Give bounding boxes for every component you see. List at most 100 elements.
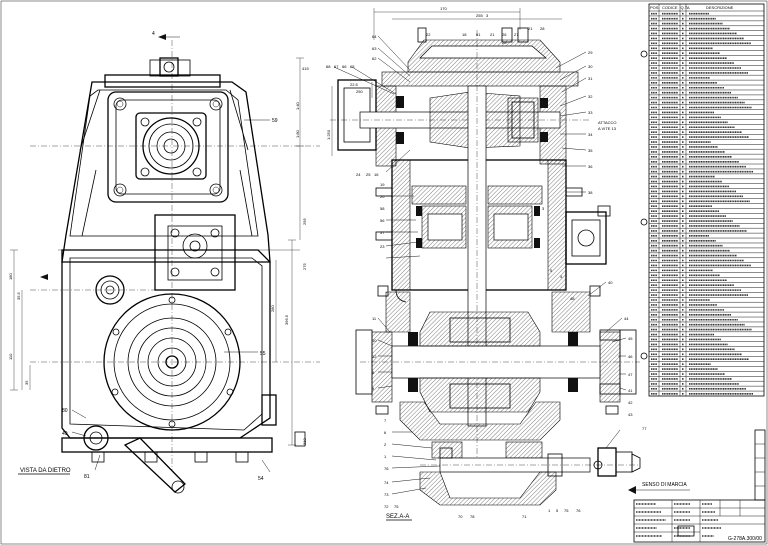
callout-64: 64 [372, 34, 377, 39]
callout-46: 46 [628, 354, 633, 359]
dim-1-80: 1:80 [295, 129, 300, 138]
callout-26: 26 [502, 32, 507, 37]
callout-78: 78 [470, 514, 475, 519]
callout-40: 40 [608, 280, 613, 285]
dim-210: 210 [302, 438, 307, 445]
callout-33: 33 [588, 110, 593, 115]
dim-110: 110 [8, 353, 13, 360]
callout-34: 34 [588, 132, 593, 137]
note-senso-di-marcia: SENSO DI MARCIA [642, 482, 687, 488]
dim-250: 250 [356, 89, 363, 94]
callout-68: 68 [326, 64, 331, 69]
dim-35-5: 35.5 [16, 291, 21, 300]
callout-9: 9 [372, 386, 375, 391]
callout-75-left: 75 [394, 504, 399, 509]
callout-76-bottom: 76 [576, 508, 581, 513]
section-view-title: SEZ.A-A [386, 514, 409, 520]
callout-24: 24 [356, 172, 361, 177]
callout-56: 56 [380, 218, 385, 223]
dim-21: 21 [528, 26, 533, 31]
parts-col-pos: POS [650, 5, 659, 10]
callout-20: 20 [380, 194, 385, 199]
callout-75-bottom: 75 [564, 508, 569, 513]
callout-31: 31 [588, 76, 593, 81]
callout-41: 41 [628, 388, 633, 393]
front-view-title: VISTA DA DIETRO [20, 468, 71, 474]
callout-43: 43 [628, 412, 633, 417]
dim-280: 280 [270, 305, 275, 312]
breather-plug-icon [159, 57, 179, 77]
callout-71: 71 [522, 514, 527, 519]
callout-21: 21 [490, 32, 495, 37]
callout-6: 6 [384, 430, 387, 435]
callout-72: 72 [384, 504, 389, 509]
dim-3: 3 [486, 13, 489, 18]
front-view: 4 59 80 49 81 55 54 415 1:80 1:40 275 21… [8, 31, 320, 494]
note-a-vite: A VITE 13 [598, 126, 617, 131]
callout-5-right: 5 [550, 268, 553, 273]
callout-61: 61 [476, 32, 481, 37]
callout-63: 63 [372, 46, 377, 51]
callout-27: 27 [514, 32, 519, 37]
callout-1-left: 1 [384, 454, 387, 459]
dim-25: 25 [502, 40, 507, 45]
callout-81: 81 [84, 474, 90, 480]
callout-65: 65 [350, 64, 355, 69]
callout-28: 28 [540, 26, 545, 31]
callout-45: 45 [628, 336, 633, 341]
callout-3: 3 [542, 206, 545, 211]
callout-23: 23 [380, 244, 385, 249]
callout-59: 59 [272, 118, 278, 124]
callout-66: 66 [342, 64, 347, 69]
callout-4-right: 4 [560, 274, 563, 279]
pump-body [565, 211, 607, 265]
callout-49: 49 [62, 431, 68, 437]
title-block: G-278A.300/00 [633, 429, 766, 543]
section-marker-top-label: 4 [152, 31, 155, 37]
parts-col-code: CODICE [662, 5, 678, 10]
dim-1-40: 1:40 [295, 101, 300, 110]
callout-73: 73 [384, 492, 389, 497]
drawing-number: G-278A.300/00 [728, 536, 762, 542]
callout-38: 38 [588, 190, 593, 195]
callout-12: 12 [372, 354, 377, 359]
parts-list-table: POS CODICE Q.TA DESCRIZIONE [640, 3, 765, 397]
callout-47: 47 [628, 372, 633, 377]
callout-55: 55 [260, 351, 266, 357]
dim-415: 415 [302, 66, 309, 71]
callout-25: 25 [366, 172, 371, 177]
callout-44: 44 [624, 316, 629, 321]
callout-8: 8 [372, 370, 375, 375]
dim-22-5: 22.5 [350, 82, 359, 87]
callout-62: 62 [372, 56, 377, 61]
dim-1-250: 1:250 [326, 129, 331, 140]
parts-col-description: DESCRIZIONE [706, 5, 734, 10]
dim-295: 295 [302, 218, 307, 225]
callout-19: 19 [380, 182, 385, 187]
callout-80: 80 [62, 408, 68, 414]
callout-5-bottom: 5 [556, 508, 559, 513]
callout-1-bottom: 1 [548, 508, 551, 513]
callout-30: 30 [588, 64, 593, 69]
callout-11: 11 [372, 316, 377, 321]
callout-2: 2 [384, 442, 387, 447]
callout-76-left: 76 [384, 466, 389, 471]
dim-275: 275 [302, 263, 307, 270]
dim-396-5: 396.5 [284, 314, 289, 325]
callout-16: 16 [374, 172, 379, 177]
callout-35: 35 [588, 148, 593, 153]
callout-22: 22 [426, 32, 431, 37]
callout-77: 77 [642, 426, 647, 431]
callout-36: 36 [588, 164, 593, 169]
note-attacco: ATTACCO [598, 120, 617, 125]
section-view-a-a: 68 67 66 65 22 18 61 21 26 27 28 64 63 6… [326, 6, 690, 521]
callout-32: 32 [588, 94, 593, 99]
callout-48: 48 [570, 296, 575, 301]
callout-74: 74 [384, 480, 389, 485]
callout-57: 57 [380, 230, 385, 235]
callout-18: 18 [462, 32, 467, 37]
callout-58: 58 [380, 206, 385, 211]
dim-35: 35 [24, 380, 29, 385]
